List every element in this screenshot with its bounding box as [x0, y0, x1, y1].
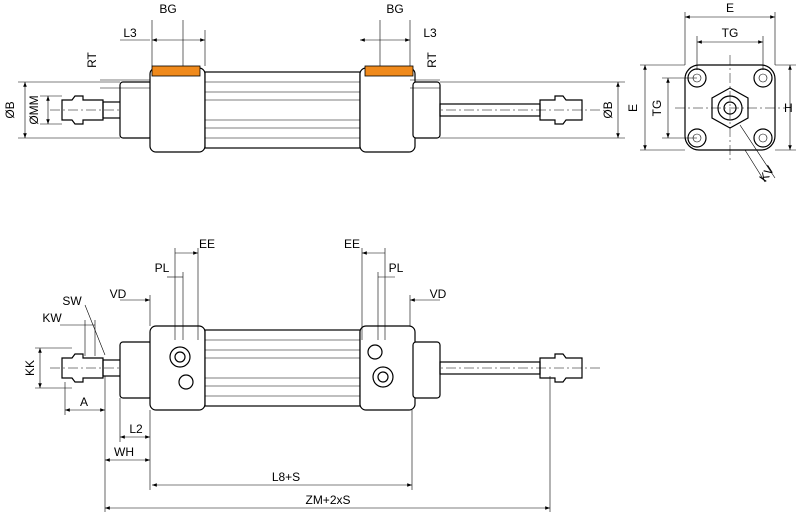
label-l8: L8+S	[272, 470, 300, 484]
label-rt-right: RT	[425, 51, 439, 67]
label-zm: ZM+2xS	[305, 493, 350, 507]
label-ee-left: EE	[199, 237, 215, 251]
label-kv: KV	[756, 163, 777, 184]
label-kk: KK	[23, 360, 37, 376]
label-vd-right: VD	[430, 287, 447, 301]
label-bg-left: BG	[159, 2, 176, 16]
end-view: E TG E TG H KV	[626, 1, 796, 184]
label-omm: ØMM	[27, 95, 41, 124]
label-kw: KW	[42, 311, 62, 325]
label-e-top: E	[726, 1, 734, 15]
label-l3-left: L3	[123, 26, 137, 40]
label-vd-left: VD	[110, 287, 127, 301]
label-pl-left: PL	[155, 261, 170, 275]
side-view-bottom: EE EE PL PL VD VD SW KW KK A L2 WH L8+S …	[23, 237, 600, 512]
label-wh: WH	[114, 445, 134, 459]
label-ee-right: EE	[344, 237, 360, 251]
label-a: A	[80, 395, 88, 409]
label-l3-right: L3	[423, 26, 437, 40]
side-view-top: BG BG L3 L3 RT RT ØB ØMM ØB	[3, 2, 625, 153]
label-ob-right: ØB	[601, 101, 615, 118]
label-bg-right: BG	[386, 2, 403, 16]
label-tg-top: TG	[722, 26, 739, 40]
label-tg-side: TG	[650, 100, 664, 117]
label-sw: SW	[62, 294, 82, 308]
label-pl-right: PL	[389, 261, 404, 275]
label-e-side: E	[626, 104, 640, 112]
label-rt-left: RT	[85, 51, 99, 67]
label-h: H	[784, 101, 793, 115]
label-l2: L2	[129, 422, 143, 436]
label-ob-left: ØB	[3, 101, 17, 118]
